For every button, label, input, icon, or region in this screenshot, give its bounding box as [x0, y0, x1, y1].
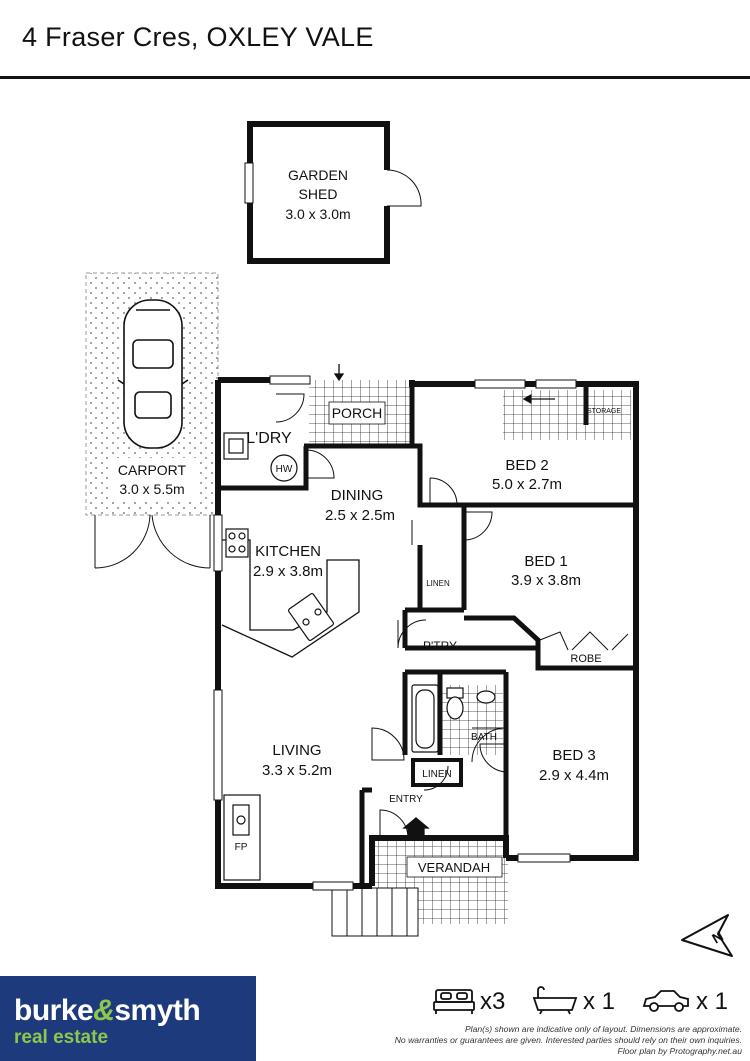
room-size-carport: 3.0 x 5.5m [119, 481, 184, 497]
room-size-garden-shed: 3.0 x 3.0m [285, 206, 350, 222]
room-size-dining: 2.5 x 2.5m [325, 507, 395, 524]
room-size-bed2: 5.0 x 2.7m [492, 476, 562, 493]
disclaimer: Plan(s) shown are indicative only of lay… [272, 1024, 742, 1057]
brand-word-2: smyth [114, 994, 201, 1027]
laundry-tub-icon [223, 432, 249, 460]
header-divider [0, 76, 750, 79]
interior-walls [220, 384, 636, 886]
doors [275, 393, 629, 839]
fireplace-label: FP [235, 842, 248, 853]
property-address: 4 Fraser Cres, OXLEY VALE [22, 22, 374, 52]
linen-label-1: LINEN [426, 579, 450, 588]
footer: burke&smyth real estate x3 x 1 [0, 976, 750, 1061]
brand-wordmark: burke&smyth [14, 994, 201, 1028]
car-icon [117, 299, 189, 449]
room-name-kitchen: KITCHEN [255, 543, 321, 560]
room-name-living: LIVING [272, 742, 321, 759]
brand-word-1: burke [14, 994, 94, 1027]
hot-water-icon [270, 454, 298, 482]
room-size-bed1: 3.9 x 3.8m [511, 572, 581, 589]
room-name-garden-shed: GARDEN [288, 167, 348, 183]
room-size-living: 3.3 x 5.2m [262, 762, 332, 779]
bed-count: x3 [480, 988, 506, 1015]
room-name-dining: DINING [331, 487, 384, 504]
car-count-icon [642, 990, 689, 1012]
room-name-verandah: VERANDAH [418, 860, 490, 875]
header: 4 Fraser Cres, OXLEY VALE [0, 0, 750, 80]
kitchen-bench [221, 539, 360, 658]
sink-icon [288, 593, 334, 641]
room-name-bed2: BED 2 [505, 457, 548, 474]
compass-icon [681, 914, 733, 957]
room-name-garden-shed-2: SHED [299, 186, 338, 202]
disclaimer-line-1: Plan(s) shown are indicative only of lay… [464, 1024, 742, 1034]
car-count: x 1 [696, 988, 729, 1015]
room-name-linen-2: LINEN [422, 769, 451, 780]
room-size-bed3: 2.9 x 4.4m [539, 767, 609, 784]
room-name-bath: BATH [471, 732, 497, 743]
entry-arrows [333, 364, 555, 839]
hot-water-label: HW [276, 464, 293, 475]
bed2-ensuite-tiles [503, 390, 631, 440]
disclaimer-line-3: Floor plan by Protography.net.au [617, 1046, 742, 1056]
room-size-kitchen: 2.9 x 3.8m [253, 563, 323, 580]
room-name-carport: CARPORT [118, 462, 187, 478]
room-name-entry: ENTRY [389, 794, 423, 805]
fireplace-icon [223, 794, 261, 881]
room-name-laundry: L'DRY [246, 430, 292, 447]
room-name-bed3: BED 3 [552, 747, 595, 764]
storage-label: STORAGE [587, 408, 621, 415]
room-name-pantry: P'TRY [423, 639, 457, 653]
room-name-robe: ROBE [570, 653, 601, 665]
bath-icon [532, 986, 578, 1015]
brand-ampersand: & [93, 994, 115, 1027]
bed-icon [433, 989, 475, 1014]
cooktop-icon [225, 528, 249, 558]
brand-subtitle: real estate [14, 1027, 109, 1048]
bathtub-icon [411, 684, 439, 753]
disclaimer-line-2: No warranties or guarantees are given. I… [394, 1035, 742, 1045]
bath-count: x 1 [583, 988, 616, 1015]
feature-counts: x3 x 1 x 1 [420, 982, 740, 1022]
room-name-porch: PORCH [332, 405, 383, 421]
basin-icon [476, 690, 496, 704]
toilet-icon [446, 687, 464, 720]
floor-plan: GARDEN SHED 3.0 x 3.0m CARPORT 3.0 x 5.5… [85, 121, 733, 957]
windows [213, 375, 577, 891]
garden-shed [244, 121, 422, 264]
verandah-steps [331, 887, 419, 937]
brand-logo: burke&smyth real estate [0, 976, 256, 1061]
room-name-bed1: BED 1 [524, 553, 567, 570]
